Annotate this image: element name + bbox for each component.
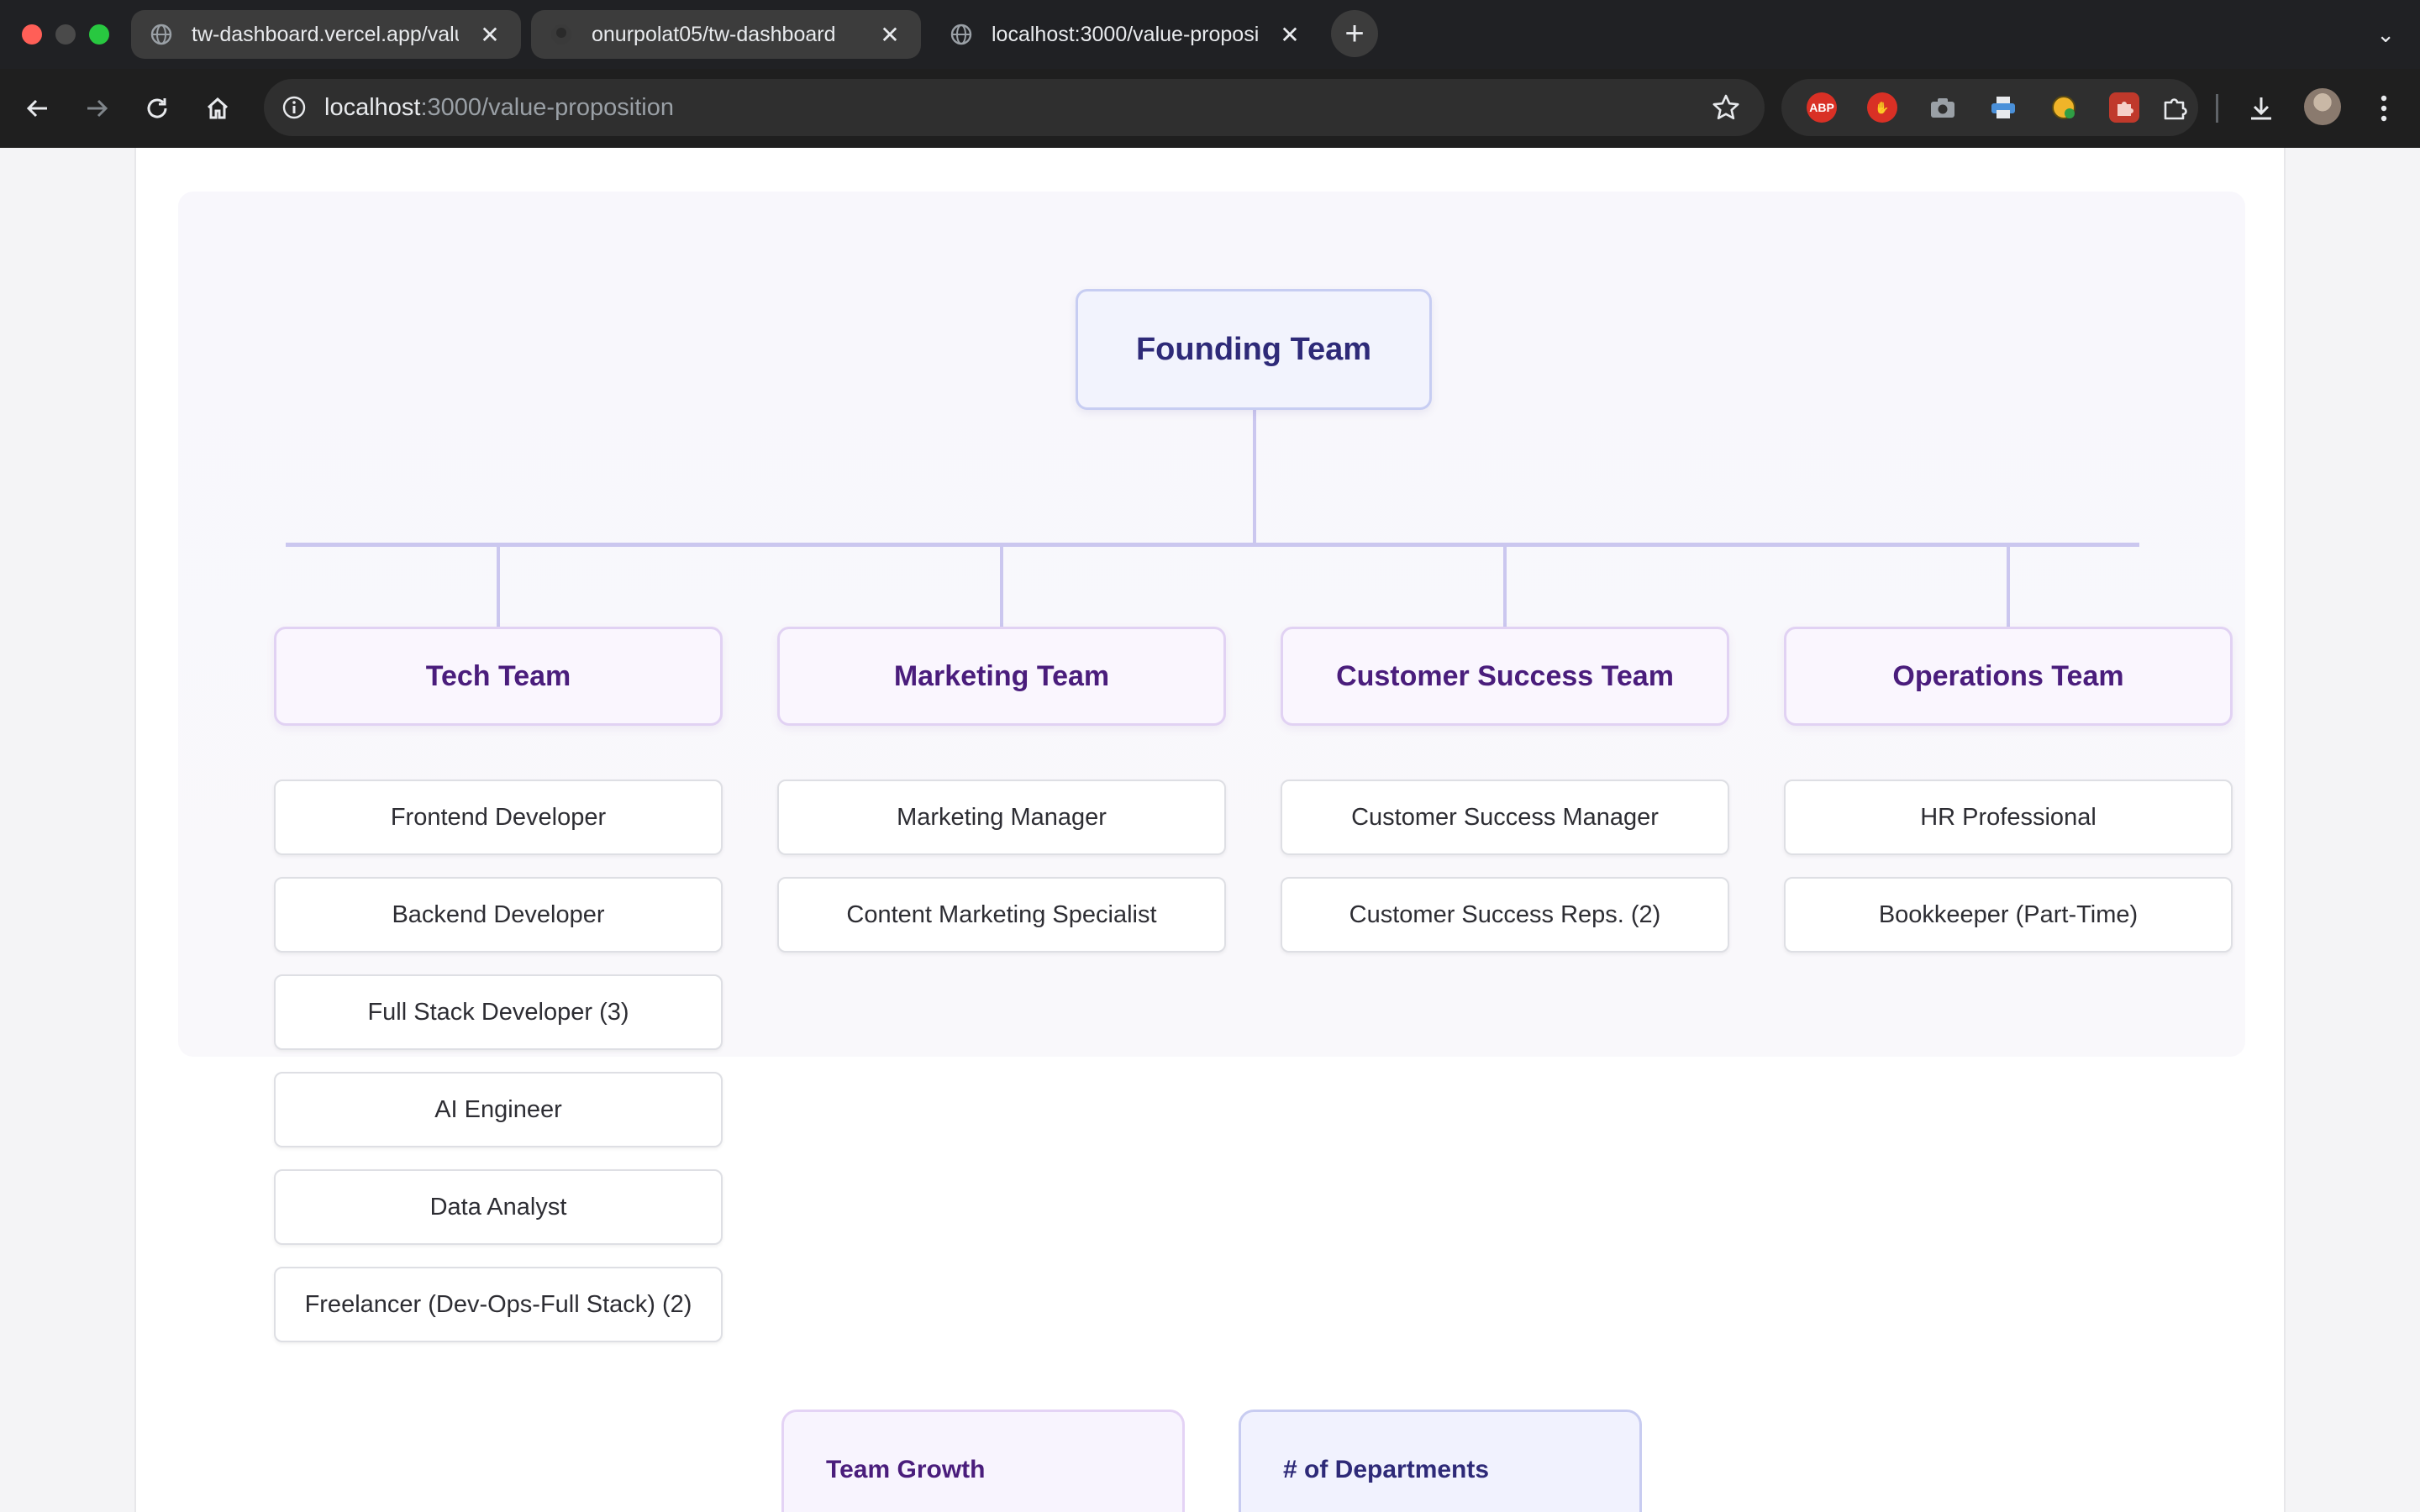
address-url[interactable]: localhost:3000/value-proposition	[324, 94, 674, 122]
browser-tab-active[interactable]: localhost:3000/value-proposi ✕	[931, 10, 1321, 59]
role-card: Content Marketing Specialist	[777, 877, 1226, 953]
reload-icon[interactable]	[136, 87, 178, 129]
founding-team-node: Founding Team	[1076, 289, 1432, 410]
camera-icon[interactable]	[1928, 92, 1958, 123]
coin-icon[interactable]	[2049, 92, 2079, 123]
tab-title: tw-dashboard.vercel.app/valu	[192, 22, 459, 46]
profile-avatar[interactable]	[2304, 88, 2341, 125]
address-bar[interactable]: localhost:3000/value-proposition	[264, 79, 1765, 136]
browser-chrome: tw-dashboard.vercel.app/valu ✕ onurpolat…	[0, 0, 2420, 148]
connector-team	[1503, 544, 1507, 627]
page-container: Founding Team Tech Team Marketing Team C…	[134, 148, 2286, 1512]
url-path: :3000/value-proposition	[420, 94, 674, 121]
departments-card: # of Departments	[1239, 1410, 1642, 1512]
tab-title: onurpolat05/tw-dashboard	[592, 22, 836, 46]
connector-team	[1000, 544, 1003, 627]
new-tab-button[interactable]: +	[1331, 10, 1378, 57]
role-card: Freelancer (Dev-Ops-Full Stack) (2)	[274, 1267, 723, 1342]
tab-strip: tw-dashboard.vercel.app/valu ✕ onurpolat…	[0, 0, 2420, 69]
tab-title: localhost:3000/value-proposi	[992, 22, 1259, 46]
close-tab-icon[interactable]: ✕	[1280, 21, 1300, 48]
printer-icon[interactable]	[1988, 92, 2018, 123]
connector-root	[1253, 410, 1256, 543]
forward-arrow-icon[interactable]	[76, 87, 118, 129]
browser-toolbar: localhost:3000/value-proposition ABP ✋	[0, 69, 2420, 148]
puzzle-red-icon[interactable]	[2109, 92, 2139, 123]
github-icon	[550, 23, 573, 46]
back-arrow-icon[interactable]	[17, 87, 59, 129]
toolbar-divider	[2216, 94, 2218, 123]
puzzle-icon[interactable]	[2160, 92, 2190, 123]
team-growth-card: Team Growth	[781, 1410, 1185, 1512]
connector-team	[497, 544, 500, 627]
role-card: HR Professional	[1784, 780, 2233, 855]
download-icon[interactable]	[2240, 87, 2282, 129]
page-viewport: Founding Team Tech Team Marketing Team C…	[0, 148, 2420, 1512]
role-card: Customer Success Manager	[1281, 780, 1729, 855]
url-host: localhost	[324, 94, 421, 121]
browser-tab[interactable]: tw-dashboard.vercel.app/valu ✕	[131, 10, 521, 59]
team-node-customer-success: Customer Success Team	[1281, 627, 1729, 726]
role-card: Bookkeeper (Part-Time)	[1784, 877, 2233, 953]
close-window-button[interactable]	[22, 24, 42, 45]
globe-icon	[950, 23, 973, 46]
role-card: Full Stack Developer (3)	[274, 974, 723, 1050]
connector-team	[2007, 544, 2010, 627]
org-chart: Founding Team Tech Team Marketing Team C…	[178, 192, 2245, 1342]
bookmark-star-icon[interactable]	[1711, 92, 1741, 123]
connector-horizontal	[286, 543, 2139, 547]
adblock-icon[interactable]: ABP	[1807, 92, 1837, 123]
menu-kebab-icon[interactable]	[2363, 87, 2405, 129]
browser-tab[interactable]: onurpolat05/tw-dashboard ✕	[531, 10, 921, 59]
hand-stop-icon[interactable]: ✋	[1867, 92, 1897, 123]
globe-icon	[150, 23, 173, 46]
extensions-group: ABP ✋	[1781, 79, 2198, 136]
home-icon[interactable]	[197, 87, 239, 129]
role-card: AI Engineer	[274, 1072, 723, 1147]
team-node-marketing: Marketing Team	[777, 627, 1226, 726]
departments-label: # of Departments	[1283, 1456, 1490, 1483]
role-card: Frontend Developer	[274, 780, 723, 855]
role-card: Data Analyst	[274, 1169, 723, 1245]
site-info-icon[interactable]	[276, 89, 313, 126]
close-tab-icon[interactable]: ✕	[480, 21, 500, 48]
role-card: Marketing Manager	[777, 780, 1226, 855]
role-card: Backend Developer	[274, 877, 723, 953]
role-card: Customer Success Reps. (2)	[1281, 877, 1729, 953]
close-tab-icon[interactable]: ✕	[880, 21, 900, 48]
minimize-window-button[interactable]	[55, 24, 76, 45]
maximize-window-button[interactable]	[89, 24, 109, 45]
chevron-down-icon[interactable]: ⌄	[2376, 22, 2395, 47]
team-node-tech: Tech Team	[274, 627, 723, 726]
team-node-operations: Operations Team	[1784, 627, 2233, 726]
team-growth-label: Team Growth	[826, 1456, 986, 1483]
